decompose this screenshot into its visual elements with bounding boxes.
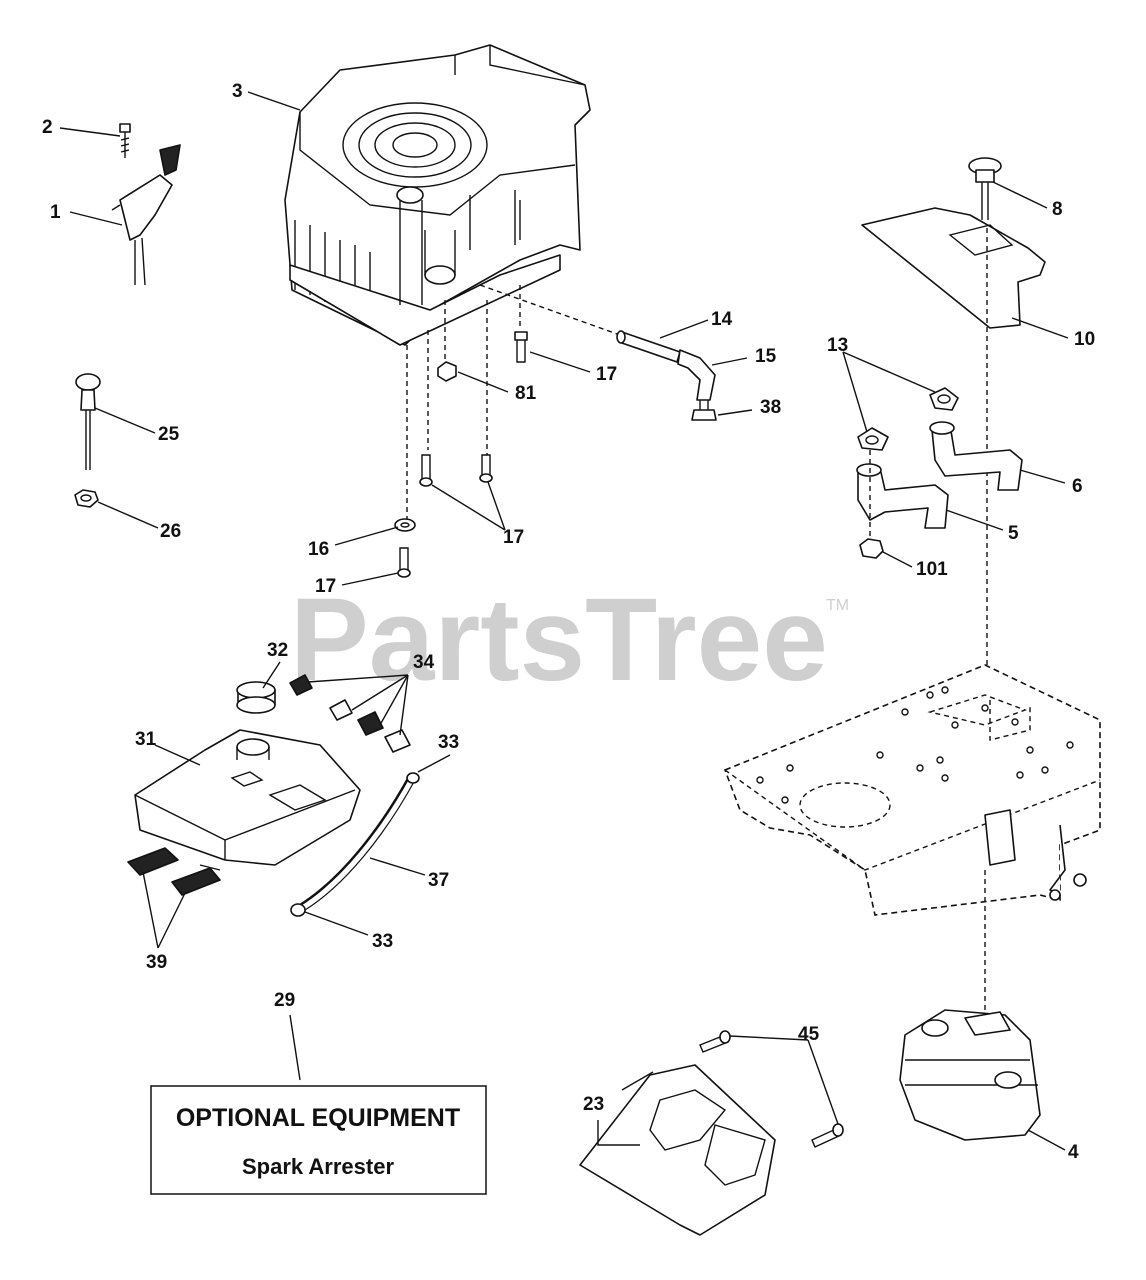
nut-part-38[interactable] <box>691 400 717 421</box>
callout-2: 2 <box>42 117 53 138</box>
gasket-part-13-a[interactable] <box>929 387 959 411</box>
clamp-part-33-lower[interactable] <box>290 903 306 917</box>
knob-part-8[interactable] <box>968 157 1002 220</box>
callout-38: 38 <box>760 397 781 418</box>
optional-equipment-box: OPTIONAL EQUIPMENT Spark Arrester <box>150 1085 487 1195</box>
bolt-part-17-right[interactable] <box>479 454 493 483</box>
clamp-part-33-upper[interactable] <box>406 772 420 784</box>
leader-lines <box>59 91 1069 1151</box>
callout-4: 4 <box>1068 1142 1079 1163</box>
callout-1: 1 <box>50 202 61 223</box>
muffler-part-4[interactable] <box>899 1009 1041 1141</box>
callout-33-lower: 33 <box>372 931 393 952</box>
callout-8: 8 <box>1052 199 1063 220</box>
screw-part-45-a[interactable] <box>699 1030 731 1053</box>
frame-holes <box>756 686 1074 804</box>
heat-shield-part-23[interactable] <box>579 1064 776 1236</box>
engine-part-3[interactable] <box>284 44 591 346</box>
cover-plate-part-10[interactable] <box>861 207 1046 329</box>
optional-equipment-subtitle: Spark Arrester <box>242 1154 394 1179</box>
callout-37: 37 <box>428 870 449 891</box>
bolt-part-17-lower[interactable] <box>397 547 411 578</box>
callout-32: 32 <box>267 640 288 661</box>
optional-equipment-title: OPTIONAL EQUIPMENT <box>176 1104 460 1132</box>
bolt-part-17-upper[interactable] <box>514 331 528 363</box>
callout-5: 5 <box>1008 523 1019 544</box>
callout-15: 15 <box>755 346 777 367</box>
exhaust-pipe-part-6[interactable] <box>929 421 1023 491</box>
callout-17-lower: 17 <box>315 576 336 597</box>
foam-parts-34[interactable] <box>289 674 411 753</box>
knob-part-25[interactable] <box>75 373 101 470</box>
gasket-part-13-b[interactable] <box>857 427 889 451</box>
screw-part-2[interactable] <box>119 123 131 158</box>
pipe-part-14[interactable] <box>616 330 681 363</box>
callout-81: 81 <box>515 383 537 404</box>
callout-10: 10 <box>1074 329 1095 350</box>
nut-part-81[interactable] <box>437 361 457 382</box>
callout-101: 101 <box>916 559 948 580</box>
pre-cleaner-parts-39[interactable] <box>127 847 221 896</box>
callout-34: 34 <box>413 652 435 673</box>
callout-45: 45 <box>798 1024 820 1045</box>
callout-33-upper: 33 <box>438 732 459 753</box>
watermark-text: PartsTree <box>290 574 828 706</box>
frame-chassis[interactable] <box>723 664 1101 916</box>
bolt-part-17-left[interactable] <box>419 454 433 487</box>
screw-part-45-b[interactable] <box>811 1123 844 1148</box>
exhaust-pipe-part-5[interactable] <box>856 463 949 529</box>
optional-equipment-frame <box>150 1085 487 1195</box>
watermark: PartsTree TM <box>290 574 849 706</box>
elbow-part-15[interactable] <box>677 349 716 401</box>
callout-13: 13 <box>827 335 848 356</box>
callout-16: 16 <box>308 539 329 560</box>
callout-26: 26 <box>160 521 181 542</box>
callout-31: 31 <box>135 729 157 750</box>
callout-29: 29 <box>274 990 295 1011</box>
hose-part-37[interactable] <box>299 774 416 911</box>
callout-23: 23 <box>583 1094 604 1115</box>
exhaust-align-line <box>479 284 621 336</box>
cap-part-32[interactable] <box>236 681 276 714</box>
washer-part-16[interactable] <box>394 518 416 532</box>
nut-part-26[interactable] <box>74 489 99 508</box>
watermark-tm: TM <box>826 597 849 614</box>
callouts: 3 2 1 25 26 8 10 13 14 15 38 17 81 6 5 1… <box>42 81 1095 1163</box>
callout-25: 25 <box>158 424 180 445</box>
callout-3: 3 <box>232 81 243 102</box>
nut-part-101[interactable] <box>859 538 884 559</box>
callout-6: 6 <box>1072 476 1083 497</box>
callout-39: 39 <box>146 952 167 973</box>
air-cleaner-part-31[interactable] <box>134 729 361 866</box>
callout-14: 14 <box>711 309 733 330</box>
throttle-control-part-1[interactable] <box>111 144 181 286</box>
callout-17-mid: 17 <box>503 527 524 548</box>
callout-17-upper: 17 <box>596 364 617 385</box>
